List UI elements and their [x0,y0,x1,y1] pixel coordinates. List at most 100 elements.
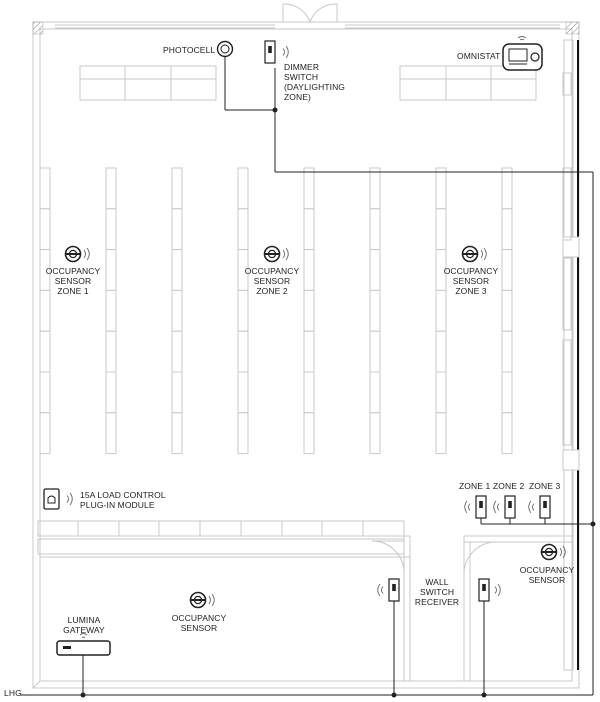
gateway-icon [56,633,111,656]
wireless-signal-icon [493,500,500,514]
zone1-switch-icon [475,495,487,519]
light-fixture [435,289,447,332]
light-fixture [303,208,315,251]
light-fixture [105,330,117,373]
wall-fixture [562,72,572,96]
occupancy-zone1-label: OCCUPANCY SENSOR ZONE 1 [43,266,103,296]
occ-right-line-2: SENSOR [528,575,566,585]
gateway-line-2: GATEWAY [63,625,105,635]
light-fixture [39,412,51,455]
light-fixture [369,249,381,291]
light-fixture [171,330,183,373]
light-fixture [105,167,117,210]
occupancy-sensor-zone2-icon [263,245,290,263]
dimmer-line-1: DIMMER [284,62,320,72]
light-fixture [39,330,51,373]
wireless-signal-icon [282,45,289,59]
light-fixture [501,371,513,414]
light-fixture [171,249,183,291]
light-fixture [501,289,513,332]
occ-bottom-line-1: OCCUPANCY [171,613,227,623]
wireless-signal-icon [494,583,501,597]
light-fixture [39,289,51,332]
occupancy-sensor-right-icon [540,543,567,561]
photocell-label: PHOTOCELL [163,45,216,55]
wall-fixture [562,167,572,241]
load-control-label: 15A LOAD CONTROL PLUG-IN MODULE [80,490,166,510]
wireless-signal-icon [377,583,384,597]
dimmer-line-3: (DAYLIGHTING [284,82,346,92]
wall-fixture [562,257,572,331]
light-fixture [369,289,381,332]
zone2-switch-icon [504,495,516,519]
wall-switch-line-1: WALL [425,577,449,587]
light-fixture [39,167,51,210]
light-fixture [435,371,447,414]
light-fixture [237,289,249,332]
light-fixture [39,371,51,414]
light-fixture [435,208,447,251]
wireless-signal-icon [464,500,471,514]
zone1-label: ZONE 1 [459,481,491,491]
wire-junctions [80,107,596,698]
wiring [20,56,594,696]
occ-z1-line-2: SENSOR [54,276,92,286]
light-fixture [501,208,513,251]
light-fixture [171,412,183,455]
occ-z3-line-1: OCCUPANCY [443,266,499,276]
light-fixture [105,412,117,455]
occupancy-zone3-label: OCCUPANCY SENSOR ZONE 3 [441,266,501,296]
occ-z3-line-3: ZONE 3 [455,286,487,296]
light-fixture [369,371,381,414]
light-fixture [435,412,447,455]
light-fixture [171,289,183,332]
light-fixture [105,249,117,291]
occupancy-right-label: OCCUPANCY SENSOR [516,565,578,585]
wall-switch-right-icon [478,578,490,602]
light-fixture [435,330,447,373]
zone3-switch-icon [539,495,551,519]
light-fixture [369,330,381,373]
occupancy-bottom-label: OCCUPANCY SENSOR [168,613,230,633]
light-fixture [303,167,315,210]
occ-z2-line-3: ZONE 2 [256,286,288,296]
light-fixture [39,208,51,251]
occ-bottom-line-2: SENSOR [180,623,218,633]
occ-right-line-1: OCCUPANCY [519,565,575,575]
dimmer-line-2: SWITCH [284,72,319,82]
wall-switch-line-3: RECEIVER [414,597,460,607]
occ-z2-line-1: OCCUPANCY [244,266,300,276]
wall-switch-left-icon [388,578,400,602]
occupancy-sensor-zone1-icon [64,245,91,263]
occupancy-zone2-label: OCCUPANCY SENSOR ZONE 2 [242,266,302,296]
load-control-line-2: PLUG-IN MODULE [80,500,155,510]
light-fixture [237,330,249,373]
omnistat-thermostat-icon [502,36,543,71]
light-fixture [237,412,249,455]
light-fixture [369,208,381,251]
wireless-signal-icon [528,500,535,514]
top-left-furniture [79,65,537,101]
light-fixture [369,412,381,455]
zone2-label: ZONE 2 [493,481,525,491]
zone3-label: ZONE 3 [529,481,561,491]
interior-walls [371,535,572,681]
light-fixture [237,208,249,251]
light-fixture [237,371,249,414]
light-fixtures [39,72,572,455]
occ-z1-line-1: OCCUPANCY [45,266,101,276]
lumina-gateway-label: LUMINA GATEWAY [60,615,108,635]
light-fixture [171,167,183,210]
dimmer-line-4: ZONE) [284,92,311,102]
entry-doors [282,3,338,23]
light-fixture [501,249,513,291]
wall-fixture [562,339,572,446]
load-control-line-1: 15A LOAD CONTROL [80,490,166,500]
light-fixture [105,208,117,251]
dimmer-switch-icon [264,40,276,64]
counter [37,520,410,558]
lhg-label: LHG [4,688,22,698]
occupancy-sensor-zone3-icon [461,245,488,263]
light-fixture [105,289,117,332]
